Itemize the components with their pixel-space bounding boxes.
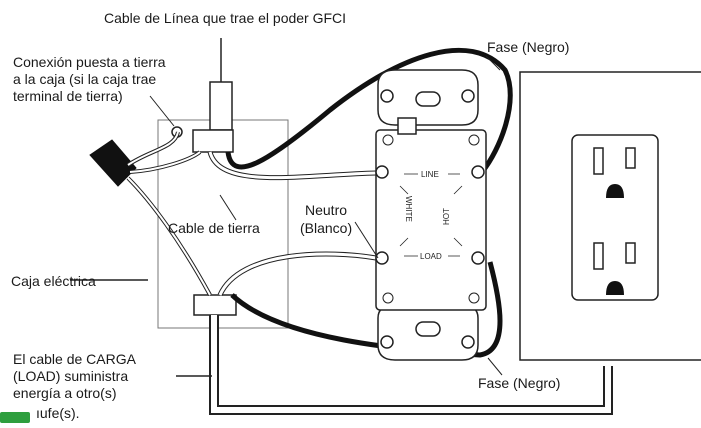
label-neutral-2: (Blanco) <box>300 220 353 236</box>
label-load-3: energía a otro(s) <box>13 385 117 401</box>
label-line-cable: Cable de Línea que trae el poder GFCI <box>104 10 347 26</box>
label-load-4: ıufe(s). <box>36 405 80 421</box>
line-mark: LINE <box>421 170 439 179</box>
receptacle-face <box>571 134 659 301</box>
label-ground-conn-3: terminal de tierra) <box>13 88 123 104</box>
hot-mark: HOT <box>442 208 451 225</box>
gfci-body <box>375 129 487 311</box>
label-neutral-1: Neutro <box>305 202 348 218</box>
line-hot-terminal <box>471 165 485 179</box>
hot-line-wire <box>225 47 513 174</box>
load-hot-terminal <box>471 251 485 265</box>
label-load-2: (LOAD) suministra <box>13 368 129 384</box>
label-ground-conn-1: Conexión puesta a tierra <box>13 54 166 70</box>
load-neutral-terminal <box>375 251 389 265</box>
load-clamp <box>193 294 237 316</box>
label-load-1: El cable de CARGA <box>13 351 136 367</box>
label-box: Caja eléctrica <box>11 273 96 289</box>
line-cable-sheath <box>209 81 233 131</box>
label-ground-conn-2: a la caja (si la caja trae <box>13 71 157 87</box>
white-mark: WHITE <box>404 196 413 222</box>
ground-screw-device <box>397 117 417 135</box>
label-phase-top: Fase (Negro) <box>487 39 570 55</box>
line-clamp <box>192 129 234 153</box>
wire-nut <box>89 139 137 187</box>
label-ground-cable: Cable de tierra <box>168 220 260 236</box>
label-phase-bottom: Fase (Negro) <box>478 375 561 391</box>
load-mark: LOAD <box>420 252 442 261</box>
line-neutral-terminal <box>375 165 389 179</box>
green-badge <box>0 412 30 423</box>
